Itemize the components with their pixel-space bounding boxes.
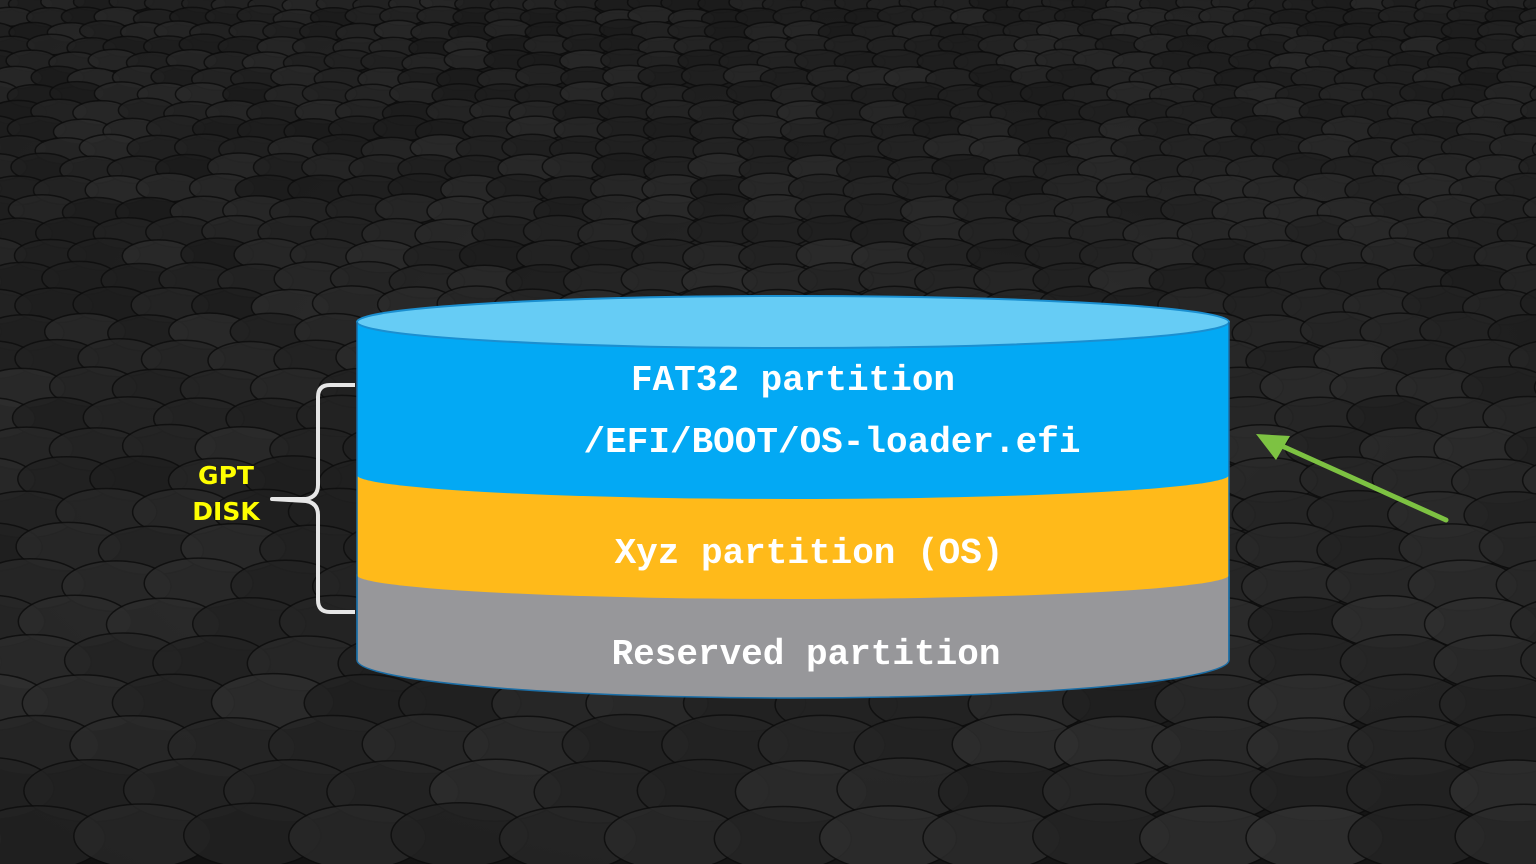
cylinder-top-face: [356, 295, 1230, 349]
fat32-partition-label: FAT32 partition: [631, 360, 955, 401]
reserved-partition-label: Reserved partition: [612, 634, 1001, 675]
gpt-disk-label: GPT DISK: [176, 458, 276, 530]
gpt-disk-label-line1: GPT: [198, 461, 254, 490]
reserved-partition-band: [356, 574, 1230, 699]
fat32-partition-band: [357, 322, 1229, 499]
gpt-disk-label-line2: DISK: [192, 497, 260, 526]
os-partition-label: Xyz partition (OS): [615, 533, 1004, 574]
os-partition-band: [357, 475, 1229, 599]
gpt-disk-bracket: [270, 383, 355, 614]
efi-loader-path-label: /EFI/BOOT/OS-loader.efi: [584, 422, 1081, 463]
pointer-arrow: [1256, 434, 1449, 523]
